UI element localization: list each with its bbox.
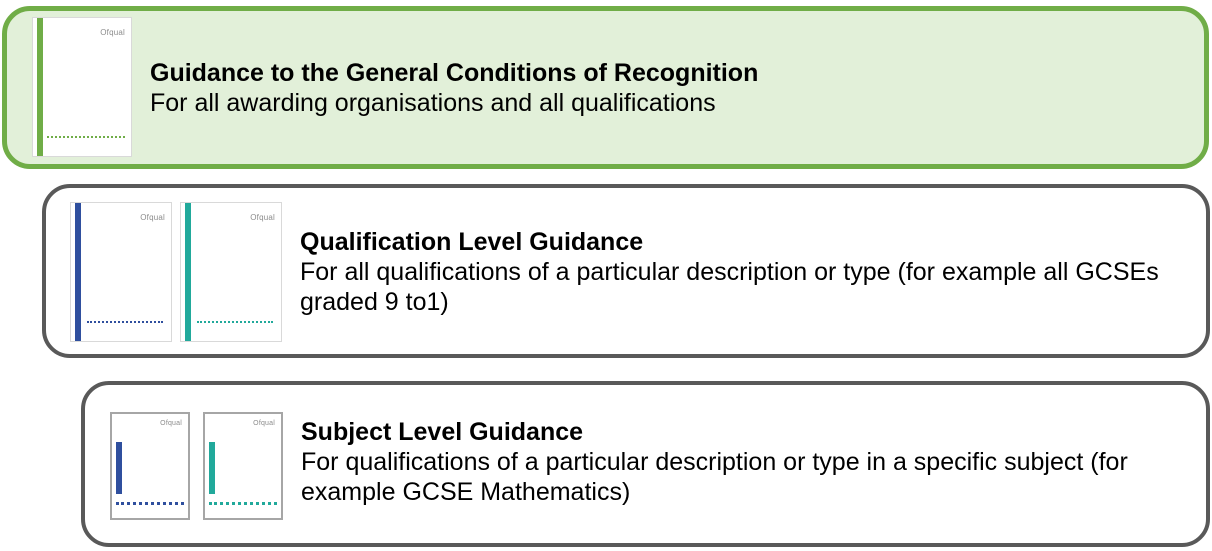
tier-heading: Subject Level Guidance: [301, 418, 584, 446]
ofqual-logo: Ofqual: [250, 213, 275, 222]
tier-heading: Guidance to the General Conditions of Re…: [150, 59, 759, 87]
tier-heading: Qualification Level Guidance: [300, 228, 644, 256]
thumbnail-dotted-line: [87, 321, 163, 323]
tier-subject-level: Ofqual Ofqual Subject Level Guidance For…: [81, 381, 1210, 547]
thumbnail-dotted-line: [197, 321, 273, 323]
tier-description: For all qualifications of a particular d…: [300, 258, 1159, 316]
thumbnail-side-bar: [116, 442, 122, 494]
thumbnail-side-bar: [185, 203, 191, 341]
thumbnail-side-bar: [209, 442, 215, 494]
tier-general-conditions: Ofqual Guidance to the General Condition…: [2, 6, 1209, 169]
document-thumbnail-icon: Ofqual: [203, 412, 283, 520]
ofqual-logo: Ofqual: [160, 420, 182, 427]
thumbnail-side-bar: [75, 203, 81, 341]
ofqual-logo: Ofqual: [253, 420, 275, 427]
tier-qualification-level: Ofqual Ofqual Qualification Level Guidan…: [42, 184, 1210, 358]
document-thumbnail-icon: Ofqual: [110, 412, 190, 520]
document-thumbnail-icon: Ofqual: [32, 17, 132, 157]
document-thumbnail-icon: Ofqual: [70, 202, 172, 342]
tier-description: For all awarding organisations and all q…: [150, 89, 716, 117]
thumbnail-dotted-line: [116, 502, 184, 505]
thumbnail-dotted-line: [209, 502, 277, 505]
tier-description: For qualifications of a particular descr…: [301, 448, 1128, 506]
ofqual-logo: Ofqual: [140, 213, 165, 222]
thumbnail-dotted-line: [47, 136, 125, 138]
thumbnail-side-bar: [37, 18, 43, 156]
ofqual-logo: Ofqual: [100, 28, 125, 37]
document-thumbnail-icon: Ofqual: [180, 202, 282, 342]
